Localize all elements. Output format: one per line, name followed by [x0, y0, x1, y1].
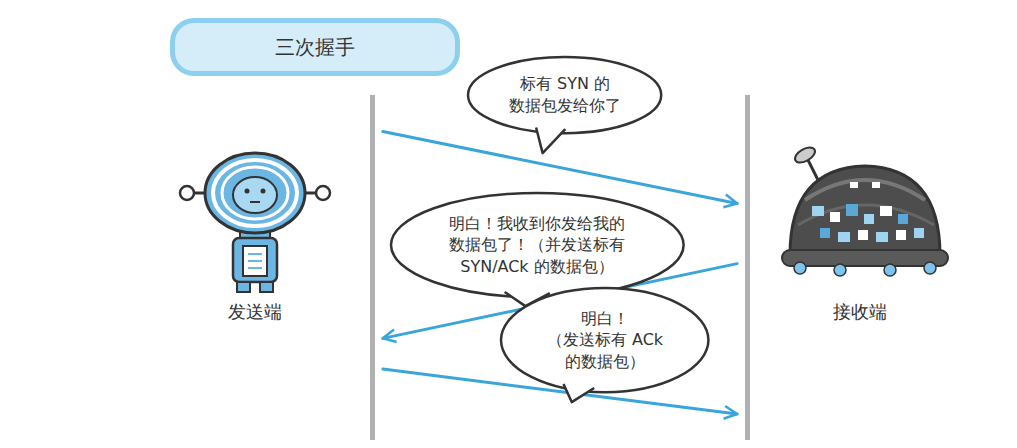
speech-bubble: 明白！我收到你发给我的 数据包了！（并发送标有 SYN/ACk 的数据包） [389, 191, 686, 299]
edge-label: 明白！我收到你发给我的 数据包了！（并发送标有 SYN/ACk 的数据包） [441, 213, 633, 278]
speech-bubble: 明白！ （发送标有 ACk 的数据包） [499, 286, 710, 394]
edge-label: 明白！ （发送标有 ACk 的数据包） [539, 308, 671, 373]
receiver-robot [782, 144, 948, 276]
title-text: 三次握手 [275, 34, 355, 61]
endpoint-label: 发送端 [180, 300, 330, 323]
endpoint-label: 接收端 [785, 300, 935, 323]
bubble-outline [466, 55, 663, 135]
sender-robot [180, 153, 330, 292]
edge-label: 标有 SYN 的 数据包发给你了 [504, 73, 626, 116]
speech-bubble: 标有 SYN 的 数据包发给你了 [466, 55, 663, 135]
title-pill: 三次握手 [170, 18, 460, 76]
lifeline-node: 接收端 [745, 95, 945, 440]
lifeline-node: 发送端 [180, 95, 375, 440]
